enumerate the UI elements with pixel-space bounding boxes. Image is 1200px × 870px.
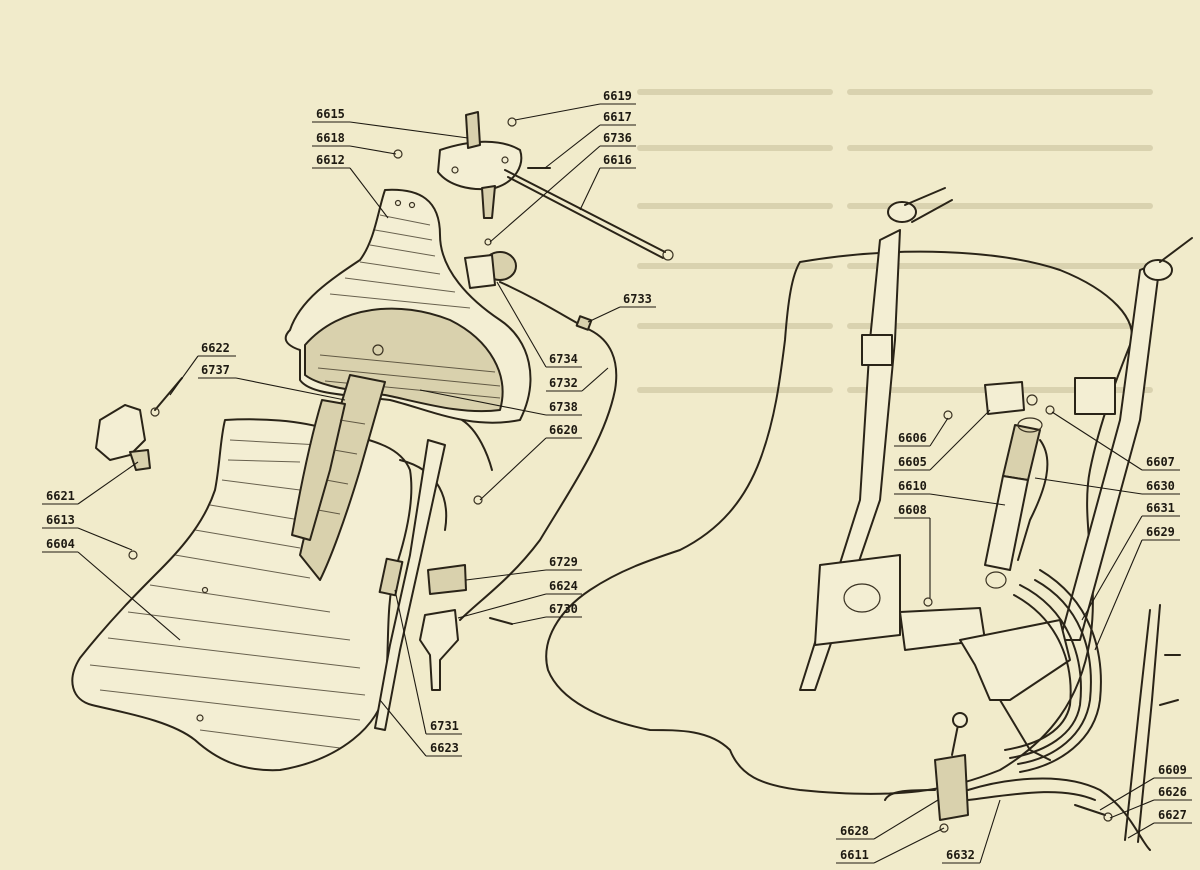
callout-6610: 6610 xyxy=(894,479,1006,506)
svg-text:6612: 6612 xyxy=(316,153,345,167)
svg-text:6626: 6626 xyxy=(1158,785,1187,799)
callout-6734: 6734 xyxy=(496,281,582,368)
callout-6606: 6606 xyxy=(894,417,949,447)
callout-6732: 6732 xyxy=(546,367,609,392)
svg-text:6629: 6629 xyxy=(1146,525,1175,539)
callout-6733: 6733 xyxy=(587,292,656,323)
callout-6738: 6738 xyxy=(419,389,582,416)
svg-text:6617: 6617 xyxy=(603,110,632,124)
callout-6627: 6627 xyxy=(1127,808,1192,839)
svg-text:6734: 6734 xyxy=(549,352,578,366)
svg-text:6733: 6733 xyxy=(623,292,652,306)
floor-hatching xyxy=(89,439,366,749)
svg-text:6630: 6630 xyxy=(1146,479,1175,493)
callout-6632: 6632 xyxy=(942,799,1001,864)
callout-6624: 6624 xyxy=(457,579,582,619)
callout-6631: 6631 xyxy=(1081,501,1180,621)
mount-plate xyxy=(984,381,1038,415)
valve-unit xyxy=(884,712,1151,851)
svg-text:6736: 6736 xyxy=(603,131,632,145)
callout-6729: 6729 xyxy=(465,555,582,581)
svg-text:6606: 6606 xyxy=(898,431,927,445)
svg-text:6621: 6621 xyxy=(46,489,75,503)
svg-text:6623: 6623 xyxy=(430,741,459,755)
callout-6609: 6609 xyxy=(1099,763,1192,811)
svg-text:6608: 6608 xyxy=(898,503,927,517)
body-outline xyxy=(545,250,1133,795)
part-callouts: 6619 6615 6617 6618 6736 6612 xyxy=(42,89,1192,864)
callout-6607: 6607 xyxy=(1051,411,1180,471)
callout-6628: 6628 xyxy=(836,799,939,840)
side-rail xyxy=(374,439,446,731)
svg-text:6619: 6619 xyxy=(603,89,632,103)
callout-6622: 6622 xyxy=(169,341,236,396)
callout-6730: 6730 xyxy=(511,602,582,625)
svg-text:6604: 6604 xyxy=(46,537,75,551)
svg-text:6616: 6616 xyxy=(603,153,632,167)
svg-text:6620: 6620 xyxy=(549,423,578,437)
callout-6615: 6615 xyxy=(312,107,469,139)
svg-text:6737: 6737 xyxy=(201,363,230,377)
frame-tube-left xyxy=(799,187,953,691)
svg-text:6610: 6610 xyxy=(898,479,927,493)
callout-6611: 6611 xyxy=(836,827,945,864)
svg-text:6622: 6622 xyxy=(201,341,230,355)
cable-pulley xyxy=(464,251,517,289)
callout-6612: 6612 xyxy=(312,153,389,219)
svg-text:6738: 6738 xyxy=(549,400,578,414)
hinge-bracket xyxy=(95,377,183,471)
callout-6619: 6619 xyxy=(514,89,636,121)
shock-absorber xyxy=(984,417,1043,589)
svg-text:6613: 6613 xyxy=(46,513,75,527)
callout-6620: 6620 xyxy=(479,423,582,501)
svg-text:6729: 6729 xyxy=(549,555,578,569)
callout-6608: 6608 xyxy=(894,503,931,598)
lower-frame xyxy=(899,607,1071,761)
svg-text:6611: 6611 xyxy=(840,848,869,862)
svg-text:6607: 6607 xyxy=(1146,455,1175,469)
callout-6626: 6626 xyxy=(1109,785,1192,819)
seat-mount-bracket xyxy=(437,111,523,219)
callout-6616: 6616 xyxy=(579,153,636,211)
svg-text:6627: 6627 xyxy=(1158,808,1187,822)
callout-6731: 6731 xyxy=(394,589,462,735)
callout-6736: 6736 xyxy=(489,131,636,243)
callout-6737: 6737 xyxy=(198,363,346,401)
svg-text:6731: 6731 xyxy=(430,719,459,733)
callout-6630: 6630 xyxy=(1034,477,1180,495)
svg-text:6609: 6609 xyxy=(1158,763,1187,777)
callout-6617: 6617 xyxy=(544,110,636,169)
frame-tube-right xyxy=(1059,237,1193,641)
svg-text:6618: 6618 xyxy=(316,131,345,145)
control-cable xyxy=(459,281,618,621)
callout-6605: 6605 xyxy=(894,409,991,471)
foot-mats xyxy=(291,374,386,581)
svg-text:6631: 6631 xyxy=(1146,501,1175,515)
callout-6621: 6621 xyxy=(42,461,139,505)
callout-6604: 6604 xyxy=(42,537,181,641)
svg-text:6615: 6615 xyxy=(316,107,345,121)
callout-6613: 6613 xyxy=(42,513,133,551)
hydraulic-hoses xyxy=(1004,439,1102,773)
rear-shield xyxy=(284,188,532,471)
brake-lever xyxy=(419,564,467,691)
gear-rod xyxy=(504,169,674,261)
svg-text:6732: 6732 xyxy=(549,376,578,390)
bolts-left xyxy=(128,117,551,625)
callout-6623: 6623 xyxy=(379,699,462,757)
callout-6618: 6618 xyxy=(312,131,397,155)
svg-text:6730: 6730 xyxy=(549,602,578,616)
svg-text:6624: 6624 xyxy=(549,579,578,593)
svg-text:6605: 6605 xyxy=(898,455,927,469)
svg-text:6628: 6628 xyxy=(840,824,869,838)
svg-text:6632: 6632 xyxy=(946,848,975,862)
callout-6629: 6629 xyxy=(1094,525,1180,651)
side-rods xyxy=(1074,604,1181,843)
